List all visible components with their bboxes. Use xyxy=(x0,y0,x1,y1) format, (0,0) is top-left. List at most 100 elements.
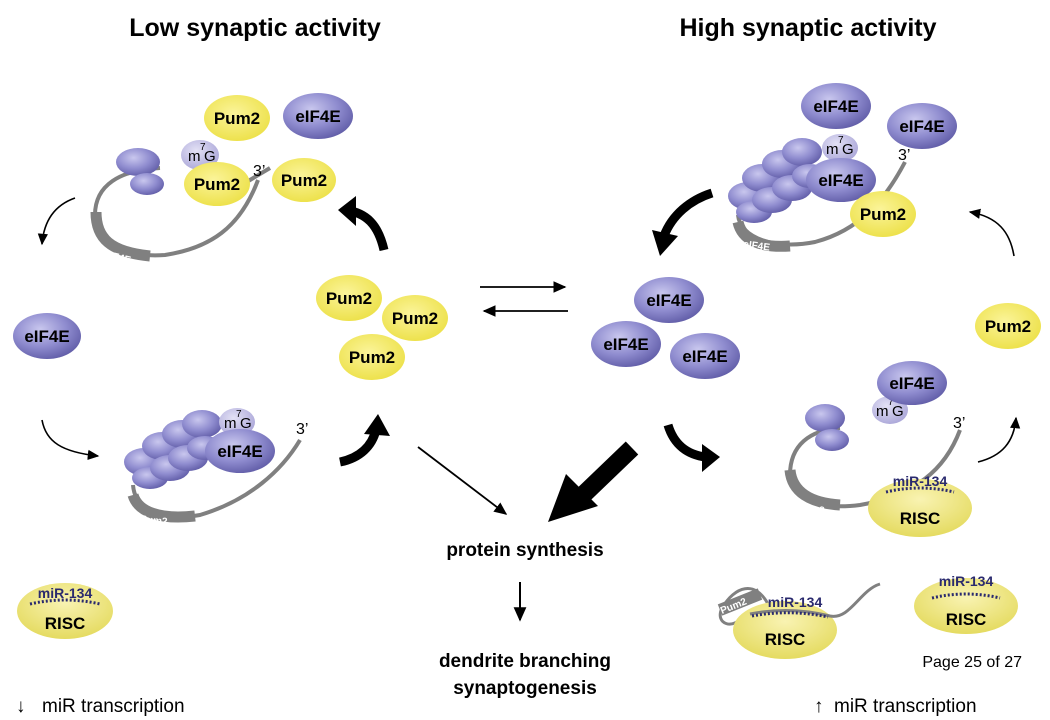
eif4e-free xyxy=(887,103,957,149)
cap-m-label: m xyxy=(188,148,201,165)
dendrite-branching-label: dendrite branching xyxy=(439,651,611,672)
arrowhead xyxy=(702,444,720,472)
eif4e-label: eIF4E xyxy=(899,117,944,136)
right-bottom-complex: Pum2 m 7 G eIF4E 3’ miR-134 RISC xyxy=(784,361,972,537)
pum2-label: Pum2 xyxy=(194,175,240,194)
right-top-complex: eIF4E m 7 G eIF4E 3’ Pum2 xyxy=(728,134,916,254)
left-bottom-complex: Pum2 m 7 G eIF4E 3’ xyxy=(124,408,308,528)
cycle-arrow xyxy=(37,197,76,246)
pum2-label: Pum2 xyxy=(392,309,438,328)
eif4e-label: eIF4E xyxy=(813,97,858,116)
mir-label: miR-134 xyxy=(768,594,823,610)
ribosome xyxy=(815,429,849,451)
mir-label: miR-134 xyxy=(893,473,948,489)
eif4e-label: eIF4E xyxy=(295,107,340,126)
pum2-free xyxy=(382,295,448,341)
pum2-free xyxy=(975,303,1041,349)
pum2-free xyxy=(204,95,270,141)
risc-mrna-complex: Pum2 miR-134 RISC xyxy=(717,582,881,659)
cap-m7g xyxy=(219,408,255,436)
eif4e-bound xyxy=(877,361,947,405)
pum2-label: Pum2 xyxy=(349,348,395,367)
segment-pum2-label: Pum2 xyxy=(140,514,169,528)
three-prime-label: 3’ xyxy=(253,163,265,180)
cycle-arrow xyxy=(977,416,1021,463)
pum2-bound xyxy=(184,162,250,206)
eif4e-bound xyxy=(806,158,876,202)
eif4e-free xyxy=(283,93,353,139)
arrowhead xyxy=(548,474,598,522)
pum2-label: Pum2 xyxy=(860,205,906,224)
cap-7-label: 7 xyxy=(888,397,894,408)
eif4e-free xyxy=(13,313,81,359)
ribosome xyxy=(130,173,164,195)
eif4e-free xyxy=(591,321,661,367)
risc-body xyxy=(868,479,972,537)
pum2-bound xyxy=(850,191,916,237)
pum2-label: Pum2 xyxy=(326,289,372,308)
risc-label: RISC xyxy=(45,614,86,633)
cap-7-label: 7 xyxy=(838,135,844,146)
cap-g-label: G xyxy=(842,141,854,158)
segment-eif4e-label: eIF4E xyxy=(743,239,771,254)
eif4e-bound xyxy=(205,429,275,473)
arrowhead xyxy=(338,196,356,226)
eif4e-label: eIF4E xyxy=(603,335,648,354)
mrna-3utr-segment xyxy=(90,211,151,262)
arrow-to-protein-synthesis xyxy=(417,446,508,515)
mir-label: miR-134 xyxy=(38,585,93,601)
three-prime-label: 3’ xyxy=(953,415,965,432)
cap-7-label: 7 xyxy=(236,409,242,420)
protein-synthesis-label: protein synthesis xyxy=(446,540,603,561)
pum2-free xyxy=(316,275,382,321)
eif4e-label: eIF4E xyxy=(818,171,863,190)
cap-m7g xyxy=(181,140,219,170)
mir-label: miR-134 xyxy=(939,573,994,589)
arrowhead xyxy=(364,414,390,436)
pum2-label: Pum2 xyxy=(985,317,1031,336)
thick-arrow-up xyxy=(338,428,381,467)
cap-g-label: G xyxy=(892,403,904,420)
eif4e-label: eIF4E xyxy=(217,442,262,461)
risc-complex: miR-134 RISC xyxy=(914,573,1018,634)
thick-arrow-to-protein-synthesis xyxy=(575,441,639,503)
three-prime-label: 3’ xyxy=(898,147,910,164)
eif4e-label: eIF4E xyxy=(24,327,69,346)
risc-complex: miR-134 RISC xyxy=(17,583,113,639)
footer-left-arrow: ↓ xyxy=(16,696,26,717)
risc-body xyxy=(733,601,837,659)
eif4e-label: eIF4E xyxy=(889,374,934,393)
eif4e-free xyxy=(801,83,871,129)
eif4e-free xyxy=(634,277,704,323)
ribosome xyxy=(182,410,222,438)
ribosome xyxy=(116,148,160,176)
segment-pum2-label: Pum2 xyxy=(797,502,826,517)
synaptogenesis-label: synaptogenesis xyxy=(453,678,597,699)
thick-arrow-down-left xyxy=(659,188,714,238)
risc-label: RISC xyxy=(900,509,941,528)
page-number: Page 25 of 27 xyxy=(922,654,1022,671)
cap-m7g xyxy=(822,134,858,162)
cap-m-label: m xyxy=(826,141,839,158)
cycle-arrow xyxy=(968,208,1015,257)
title-high-activity: High synaptic activity xyxy=(679,14,936,42)
arrowhead xyxy=(652,230,678,256)
cap-m-label: m xyxy=(876,403,889,420)
ribosome xyxy=(805,404,845,432)
pum2-label: Pum2 xyxy=(281,171,327,190)
three-prime-label: 3’ xyxy=(296,421,308,438)
ribosome xyxy=(782,138,822,166)
footer-right-arrow: ↑ xyxy=(814,696,824,717)
left-top-complex: eIF4E m 7 G 3’ Pum2 xyxy=(90,140,272,266)
footer-left-text: miR transcription xyxy=(42,696,185,717)
eif4e-label: eIF4E xyxy=(646,291,691,310)
cap-g-label: G xyxy=(240,415,252,432)
title-low-activity: Low synaptic activity xyxy=(129,14,381,42)
cap-g-label: G xyxy=(204,148,216,165)
cycle-arrow xyxy=(41,419,100,460)
cap-m-label: m xyxy=(224,415,237,432)
cap-7-label: 7 xyxy=(200,142,206,153)
pum2-free xyxy=(272,158,336,202)
eif4e-free xyxy=(670,333,740,379)
